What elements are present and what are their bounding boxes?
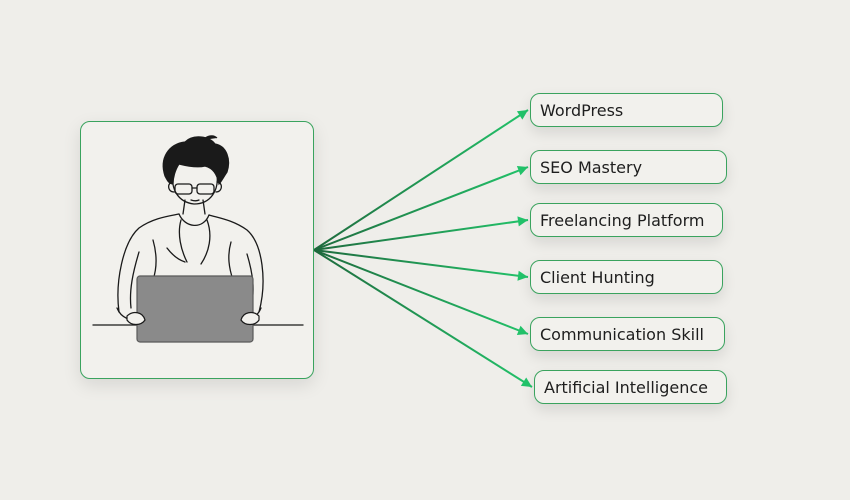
arrowhead-icon: [516, 165, 528, 176]
arrowhead-icon: [517, 216, 528, 227]
connector-arrow-5: [313, 249, 533, 388]
arrowhead-icon: [517, 270, 528, 281]
skill-box-artificial-intelligence: Artificial Intelligence: [534, 370, 727, 404]
skill-box-client-hunting: Client Hunting: [530, 260, 723, 294]
arrowhead-icon: [520, 377, 532, 387]
hair: [162, 135, 230, 186]
arrowhead-icon: [516, 110, 528, 120]
connector-arrow-2: [313, 219, 529, 251]
connector-arrow-0: [313, 109, 529, 251]
person-at-laptop-icon: [92, 135, 304, 343]
arrowhead-icon: [516, 325, 528, 336]
connector-arrow-4: [313, 249, 529, 335]
skill-box-wordpress: WordPress: [530, 93, 723, 127]
skill-box-seo-mastery: SEO Mastery: [530, 150, 727, 184]
connector-arrow-1: [313, 166, 529, 251]
connector-arrow-3: [313, 249, 529, 278]
skill-box-communication-skill: Communication Skill: [530, 317, 725, 351]
person-card: [80, 121, 314, 379]
laptop: [136, 275, 254, 343]
skill-box-freelancing-platform: Freelancing Platform: [530, 203, 723, 237]
